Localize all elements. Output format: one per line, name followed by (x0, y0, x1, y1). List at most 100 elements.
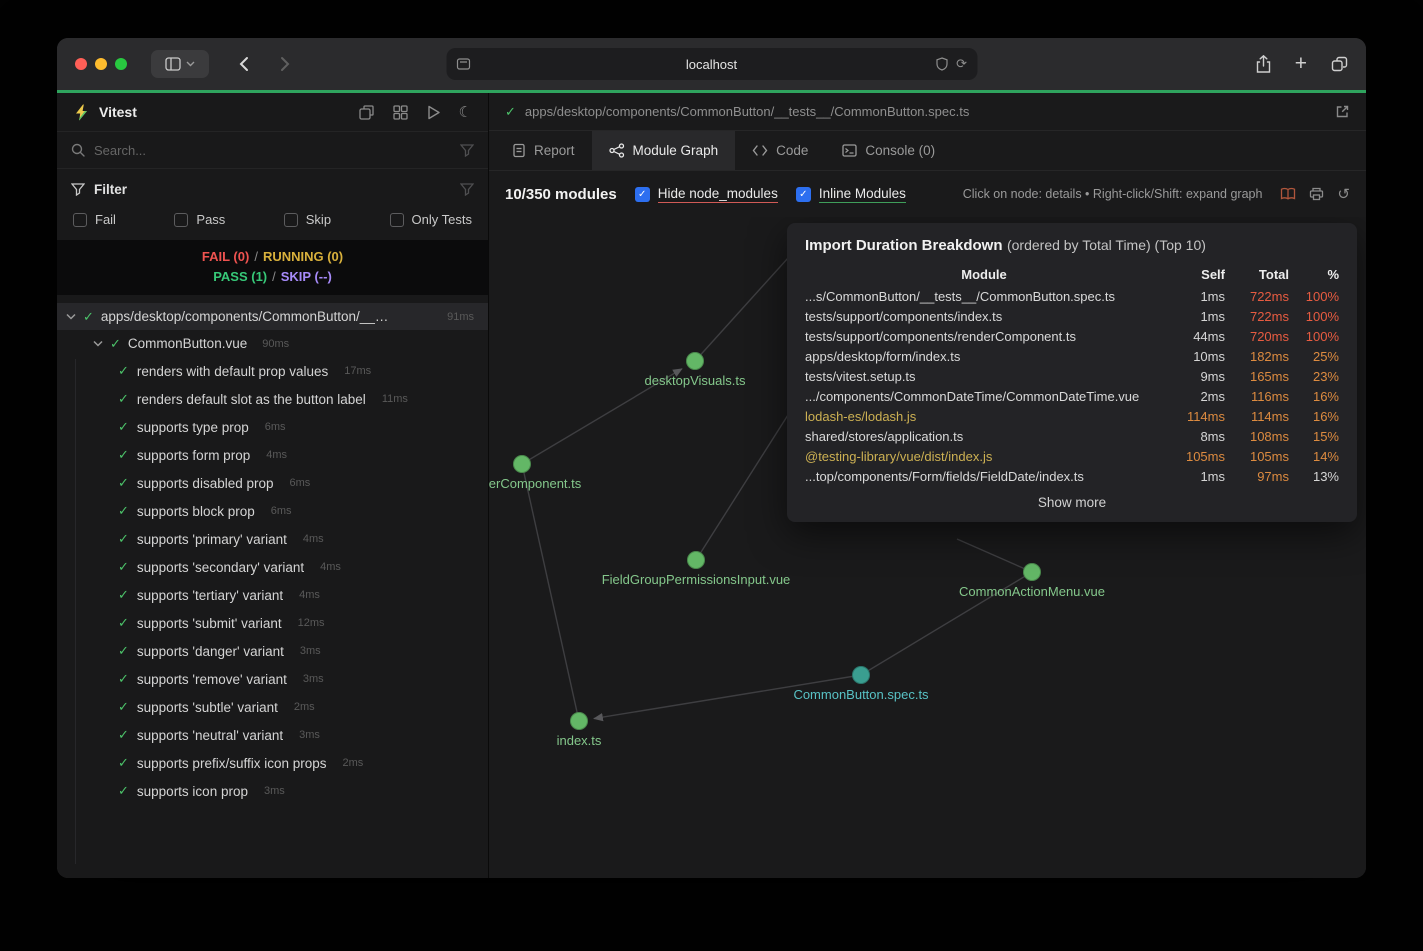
show-more-button[interactable]: Show more (1037, 495, 1107, 510)
tab-report[interactable]: Report (495, 131, 592, 170)
run-status-summary: FAIL (0)/RUNNING (0) PASS (1)/SKIP (--) (57, 240, 488, 295)
close-window-button[interactable] (75, 58, 87, 70)
module-node-renderComponent[interactable] (513, 455, 531, 473)
module-node-commonButtonSpec[interactable] (852, 666, 870, 684)
checkbox-icon[interactable] (283, 212, 298, 227)
chevron-down-icon[interactable] (66, 313, 76, 320)
checkbox-icon[interactable] (174, 212, 189, 227)
test-suite-row[interactable]: ✓ CommonButton.vue 90ms (57, 330, 488, 357)
content-blocker-icon[interactable] (935, 57, 948, 71)
checkbox-icon[interactable] (389, 212, 404, 227)
export-image-icon[interactable] (1309, 187, 1324, 201)
minimize-window-button[interactable] (95, 58, 107, 70)
cell-self: 10ms (1193, 348, 1225, 364)
test-suite-label: CommonButton.vue (127, 336, 248, 351)
test-name: supports block prop (136, 503, 255, 519)
clear-filter-icon[interactable] (460, 183, 474, 196)
search-filter-icon[interactable] (460, 143, 474, 157)
forward-button[interactable] (271, 50, 299, 78)
checkbox-icon[interactable] (73, 212, 87, 227)
filter-option-skip[interactable]: Skip (283, 212, 331, 227)
pass-icon: ✓ (118, 447, 129, 462)
theme-toggle-icon[interactable]: ☾ (458, 104, 472, 121)
legend-icon[interactable] (1280, 187, 1296, 201)
tab-overview-icon[interactable] (1331, 56, 1348, 72)
search-input[interactable] (94, 142, 451, 158)
module-node-index[interactable] (570, 712, 588, 730)
page-settings-icon[interactable] (456, 58, 470, 70)
filter-option-pass[interactable]: Pass (174, 212, 225, 227)
open-external-icon[interactable] (1335, 104, 1350, 119)
address-bar[interactable]: localhost ⟳ (446, 48, 977, 80)
filter-option-only-tests[interactable]: Only Tests (389, 212, 472, 227)
cell-self: 44ms (1193, 328, 1225, 344)
reload-icon[interactable]: ⟳ (956, 56, 967, 71)
new-tab-icon[interactable]: + (1294, 52, 1307, 75)
cell-percent: 14% (1312, 448, 1339, 464)
skip-count: SKIP (--) (280, 269, 332, 284)
browser-sidebar-toggle[interactable] (151, 50, 209, 78)
pass-icon: ✓ (118, 363, 129, 378)
hide-node-modules-toggle[interactable]: ✓ Hide node_modules (634, 186, 778, 203)
duration-row[interactable]: .../components/CommonDateTime/CommonDate… (805, 386, 1339, 406)
collapse-panels-icon[interactable] (358, 104, 374, 120)
test-file-row[interactable]: ✓ apps/desktop/components/CommonButton/_… (57, 303, 488, 330)
cell-self: 105ms (1185, 448, 1225, 464)
module-node-label: CommonActionMenu.vue (959, 584, 1105, 599)
back-button[interactable] (229, 50, 257, 78)
cell-total: 182ms (1249, 348, 1289, 364)
test-duration: 11ms (381, 393, 408, 405)
filter-option-fail[interactable]: Fail (73, 212, 116, 227)
pass-icon: ✓ (118, 531, 129, 546)
tab-console[interactable]: Console (0) (825, 131, 952, 170)
reset-graph-icon[interactable]: ↺ (1337, 186, 1350, 203)
duration-row[interactable]: ...s/CommonButton/__tests__/CommonButton… (805, 286, 1339, 306)
module-graph-canvas[interactable]: desktopVisuals.tsrenderComponent.tsField… (489, 217, 1366, 878)
vitest-accent-bar (57, 90, 1366, 93)
run-all-icon[interactable] (427, 105, 440, 120)
zoom-window-button[interactable] (115, 58, 127, 70)
module-node-commonActionMenu[interactable] (1023, 563, 1041, 581)
tab-code[interactable]: Code (735, 131, 825, 170)
module-node-desktopVisuals[interactable] (686, 352, 704, 370)
chevron-down-icon[interactable] (93, 340, 103, 347)
graph-hint-text: Click on node: details • Right-click/Shi… (962, 187, 1263, 201)
duration-row[interactable]: tests/support/components/renderComponent… (805, 326, 1339, 346)
traffic-lights (75, 58, 127, 70)
module-node-fieldGroupPermissionsInput[interactable] (687, 551, 705, 569)
pass-icon: ✓ (118, 643, 129, 658)
cell-self: 1ms (1200, 308, 1225, 324)
test-row[interactable]: ✓renders default slot as the button labe… (57, 385, 488, 413)
checked-checkbox-icon[interactable]: ✓ (795, 186, 811, 202)
test-duration: 2ms (342, 757, 364, 769)
dashboard-icon[interactable] (392, 104, 408, 120)
share-icon[interactable] (1256, 55, 1271, 73)
filter-option-label: Pass (196, 212, 226, 227)
inline-modules-toggle[interactable]: ✓ Inline Modules (795, 186, 906, 203)
checked-checkbox-icon[interactable]: ✓ (634, 186, 650, 202)
tab-module-graph[interactable]: Module Graph (591, 131, 736, 170)
duration-row[interactable]: ...top/components/Form/fields/FieldDate/… (805, 466, 1339, 486)
